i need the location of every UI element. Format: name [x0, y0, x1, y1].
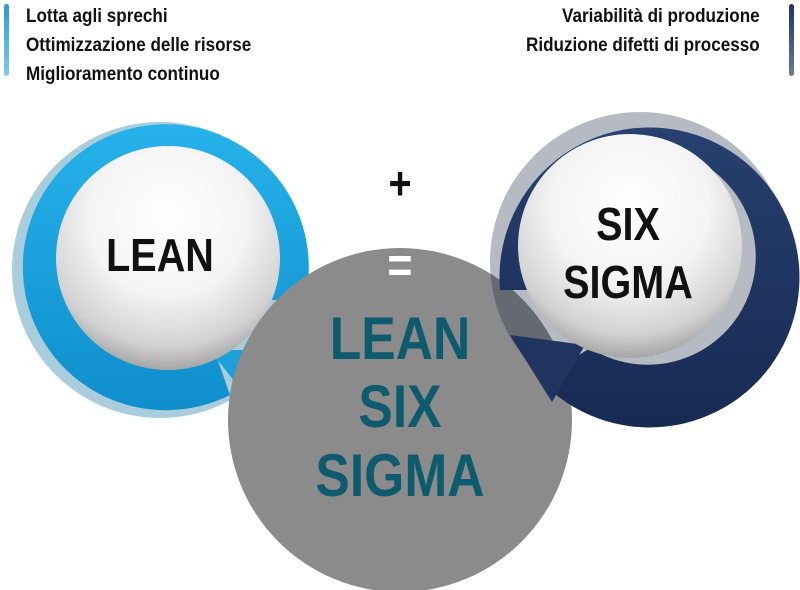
- lean-benefit-item: Ottimizzazione delle risorse: [26, 35, 252, 56]
- lean-benefits-list: Lotta agli sprechi Ottimizzazione delle …: [26, 2, 251, 89]
- sixsigma-title: SIX SIGMA: [542, 196, 714, 311]
- sixsigma-accent-bar: [789, 4, 794, 76]
- lean-title: LEAN: [106, 229, 214, 281]
- lean-accent-bar: [4, 4, 9, 76]
- result-title-line1: LEAN: [329, 305, 471, 372]
- sixsigma-title-line2: SIGMA: [563, 255, 693, 308]
- sixsigma-title-line1: SIX: [596, 198, 660, 250]
- lean-sphere: [56, 146, 280, 370]
- sixsigma-benefit-item: Riduzione difetti di processo: [526, 35, 760, 56]
- lean-six-sigma-result-circle: [228, 248, 572, 590]
- sixsigma-arrow-head: [510, 335, 585, 402]
- result-title-line3: SIGMA: [315, 441, 485, 509]
- sixsigma-benefit-item: Variabilità di produzione: [562, 6, 760, 27]
- sixsigma-sphere: [518, 134, 742, 358]
- lean-benefit-item: Lotta agli sprechi: [26, 6, 168, 27]
- lean-benefit-item: Miglioramento continuo: [26, 64, 220, 85]
- plus-sign: +: [388, 157, 412, 209]
- result-title-line2: SIX: [358, 373, 442, 441]
- sixsigma-benefits-list: Variabilità di produzione Riduzione dife…: [526, 2, 760, 60]
- equals-sign: =: [387, 237, 413, 293]
- result-title: LEAN SIX SIGMA: [288, 305, 512, 510]
